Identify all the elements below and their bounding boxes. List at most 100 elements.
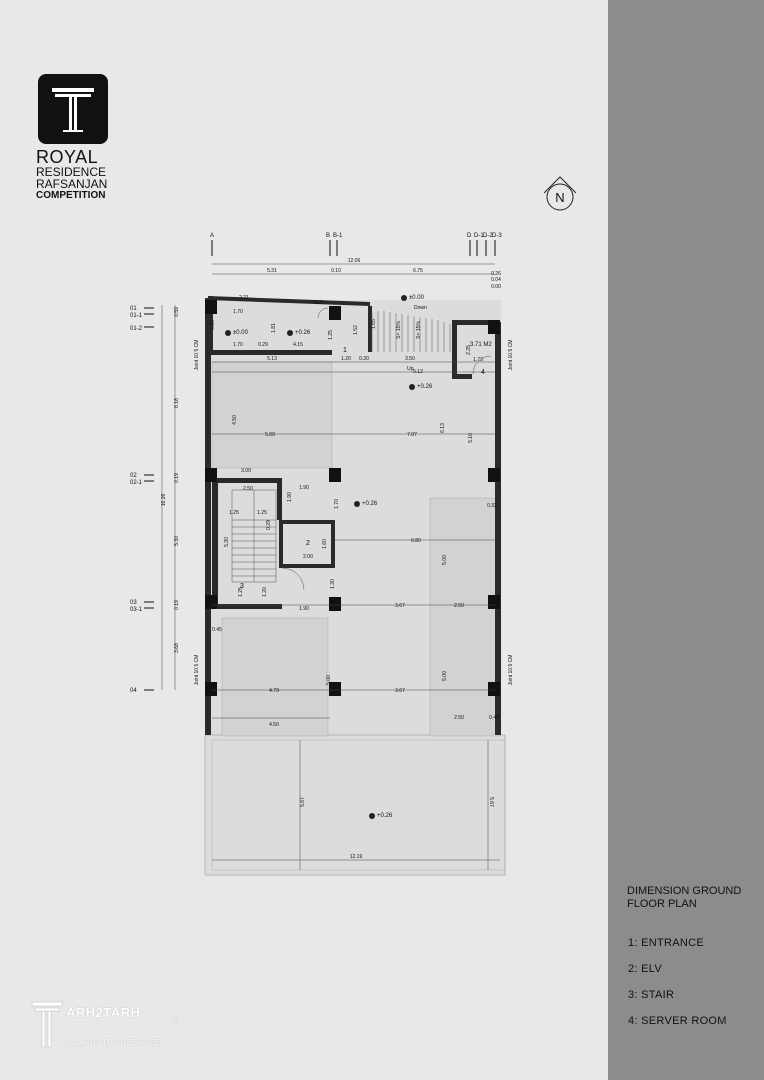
axis-label-01-1: 01-1 <box>130 313 143 319</box>
axis-label-d3: D-3 <box>492 233 502 239</box>
watermark-registered: © <box>172 1015 178 1024</box>
dim-512: 5.12 <box>413 369 423 375</box>
dim-530b: 5.30 <box>224 537 230 547</box>
dim-030: 0.30 <box>359 356 369 362</box>
level-5: +0.26 <box>362 501 378 507</box>
dim-top-part-2: 0.10 <box>331 268 341 274</box>
watermark-name: ARH2TARH <box>66 1005 141 1020</box>
axis-label-04: 04 <box>130 688 137 694</box>
dim-707: 7.07 <box>407 432 417 438</box>
room-number-1: 1 <box>343 347 347 354</box>
legend-item-stair: 3: STAIR <box>628 989 675 1001</box>
axis-labels: A B B-1 D D-1 D-2 D-3 01 01-1 01-2 02 02… <box>130 233 502 694</box>
axis-label-b1: B-1 <box>333 233 343 239</box>
dim-top-part-3: 6.75 <box>413 268 423 274</box>
walls <box>205 296 501 735</box>
parking-zone-1 <box>211 361 333 469</box>
dim-500d: 5.00 <box>442 671 448 681</box>
axis-label-d: D <box>467 233 472 239</box>
watermark-sub: ALL RIGHT RESERVED <box>66 1038 162 1047</box>
brand-line-2: RESIDENCE <box>36 165 107 179</box>
dim-450b: 4.50 <box>269 722 279 728</box>
dim-250b: 2.50 <box>454 603 464 609</box>
dim-613: 6.13 <box>440 423 446 433</box>
dim-152: 1.52 <box>353 325 359 335</box>
dim-160: 1.60 <box>322 539 328 549</box>
parking-zone-2 <box>429 497 501 737</box>
dim-1626: 16.26 <box>161 494 167 507</box>
legend-item-elv: 2: ELV <box>628 963 663 975</box>
dim-300: 3.00 <box>241 468 251 474</box>
dim-618: 6.18 <box>174 398 180 408</box>
down-label: Down <box>414 305 427 311</box>
legend-item-server-room: 4: SERVER ROOM <box>628 1015 727 1027</box>
dim-040: 0.40 <box>489 715 499 721</box>
dim-250a: 2.50 <box>243 486 253 492</box>
axis-label-b: B <box>326 233 330 239</box>
dim-032: 0.32 <box>487 503 497 509</box>
slope-2: S= 15% <box>416 321 422 339</box>
dim-680: 6.80 <box>411 538 421 544</box>
dim-029: 0.29 <box>258 342 268 348</box>
joint-labels: Joint 10.5 CM Joint 10.5 CM Joint 10.5 C… <box>194 340 514 686</box>
dim-120b: 1.20 <box>262 587 268 597</box>
joint-label-3: Joint 10.5 CM <box>508 340 514 371</box>
level-markers: ±0.00 ±0.00 +0.26 +0.26 +0.26 +0.26 <box>225 295 433 819</box>
room-number-2: 2 <box>306 540 310 547</box>
entrance-ramp <box>371 311 451 352</box>
dim-059: 0.59 <box>174 307 180 317</box>
dim-top-right-2: 0.04 <box>491 277 501 283</box>
north-label: N <box>555 190 564 205</box>
dim-130: 1.30 <box>330 579 336 589</box>
dim-567b: 5.67 <box>488 797 494 807</box>
up-label: Up <box>407 366 414 372</box>
right-sidebar-panel <box>608 0 764 1080</box>
dim-125d: 1.25 <box>238 587 244 597</box>
dim-029b: 0.29 <box>266 520 272 530</box>
dim-019a: 0.19 <box>174 473 180 483</box>
dim-500c: 5.00 <box>326 675 332 685</box>
axis-label-a: A <box>210 233 214 239</box>
axis-label-d1: D-1 <box>474 233 484 239</box>
dim-410: 4.10 <box>313 300 323 306</box>
north-arrow-icon: N <box>543 176 577 211</box>
dim-350: 3.50 <box>405 356 415 362</box>
dim-120: 1.20 <box>341 356 351 362</box>
dim-513: 5.13 <box>267 356 277 362</box>
axis-label-02: 02 <box>130 473 137 479</box>
joint-label-4: Joint 10.5 CM <box>508 655 514 686</box>
axis-label-d2: D-2 <box>483 233 493 239</box>
brand-line-3: RAFSANJAN <box>36 177 108 191</box>
dim-125c: 1.25 <box>257 510 267 516</box>
dim-top-total: 12.06 <box>348 258 361 264</box>
dim-019b: 0.19 <box>174 600 180 610</box>
dim-367b: 3.67 <box>395 688 405 694</box>
dim-top-right-1: 0.26 <box>491 271 501 277</box>
dim-500: 5.00 <box>265 432 275 438</box>
dim-181: 1.81 <box>271 323 277 333</box>
dim-200: 2.00 <box>303 554 313 560</box>
dim-190a: 1.90 <box>299 485 309 491</box>
axis-label-03-1: 03-1 <box>130 607 143 613</box>
parking-zone-3 <box>221 617 329 737</box>
level-3: +0.26 <box>295 330 311 336</box>
dim-250c: 2.50 <box>454 715 464 721</box>
room-number-3: 3 <box>240 583 244 590</box>
arh2tarh-logo-icon <box>31 1001 63 1048</box>
axis-label-01-2: 01-2 <box>130 326 143 332</box>
room-number-4: 4 <box>481 369 485 376</box>
yard-area <box>204 734 506 876</box>
dim-510: 5.10 <box>468 433 474 443</box>
dim-125b: 1.25 <box>229 510 239 516</box>
dim-173: 1.73 <box>473 357 483 363</box>
brand-line-1: ROYAL <box>36 147 99 167</box>
dim-170c: 1.70 <box>334 499 340 509</box>
dim-190b: 1.90 <box>287 492 293 502</box>
m2-label: 3.71 M2 <box>470 342 492 348</box>
grid-axis-ticks <box>144 240 496 691</box>
joint-label-1: Joint 10.5 CM <box>194 340 200 371</box>
dimension-texts: 12.06 5.31 0.10 6.75 0.26 0.04 0.00 2.21… <box>212 258 501 860</box>
dim-450a: 4.50 <box>232 415 238 425</box>
dim-165: 1.65 <box>371 319 377 329</box>
vertical-dimension-texts: 6.18 16.26 0.19 5.30 0.19 3.68 0.59 0.36… <box>161 307 494 807</box>
